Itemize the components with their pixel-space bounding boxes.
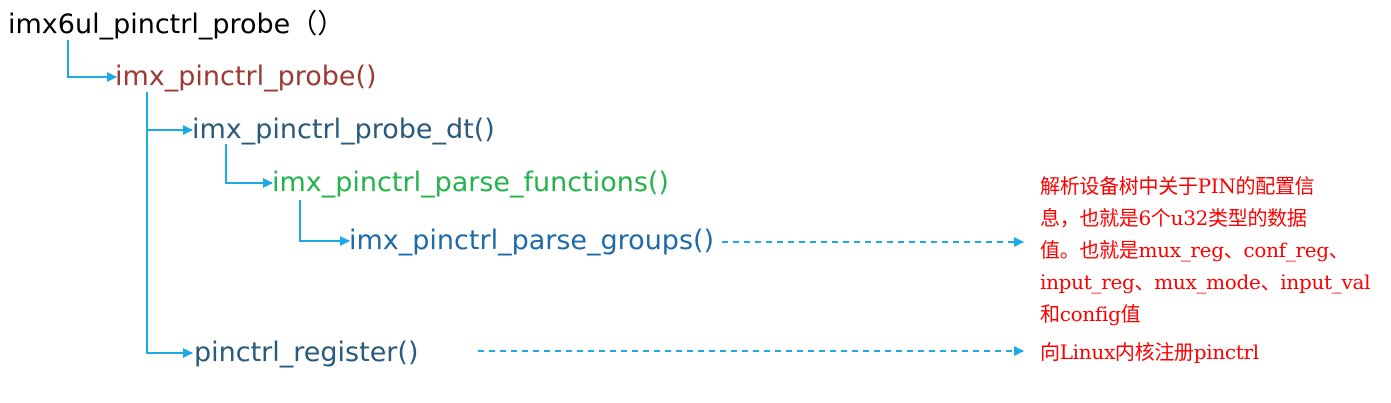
node-imx-pinctrl-parse-functions: imx_pinctrl_parse_functions()	[272, 167, 669, 198]
node-imx-pinctrl-parse-groups: imx_pinctrl_parse_groups()	[349, 225, 715, 256]
node-imx-pinctrl-probe-dt: imx_pinctrl_probe_dt()	[192, 114, 495, 145]
annotation-line: input_reg、mux_mode、input_val	[1040, 270, 1371, 294]
annotation-line: 值。也就是mux_reg、conf_reg、	[1040, 238, 1349, 262]
connector-probe-to-probe-dt	[146, 92, 193, 135]
annotation-line: 和config值	[1040, 302, 1141, 326]
connector-probe-dt-to-parse-functions	[225, 144, 273, 188]
node-imx-pinctrl-probe: imx_pinctrl_probe()	[115, 61, 377, 92]
connector-parse-functions-to-parse-groups	[299, 200, 350, 246]
node-pinctrl-register: pinctrl_register()	[194, 337, 419, 368]
connector-root-to-probe	[67, 40, 117, 82]
connector-probe-to-register	[146, 130, 193, 358]
annotation-register: 向Linux内核注册pinctrl	[1040, 336, 1259, 368]
annotation-parse-groups: 解析设备树中关于PIN的配置信 息，也就是6个u32类型的数据 值。也就是mux…	[1040, 170, 1370, 330]
node-imx6ul-pinctrl-probe: imx6ul_pinctrl_probe（）	[8, 9, 345, 40]
annotation-line: 向Linux内核注册pinctrl	[1040, 340, 1259, 364]
annotation-line: 解析设备树中关于PIN的配置信	[1040, 174, 1315, 198]
annotation-line: 息，也就是6个u32类型的数据	[1040, 206, 1307, 230]
